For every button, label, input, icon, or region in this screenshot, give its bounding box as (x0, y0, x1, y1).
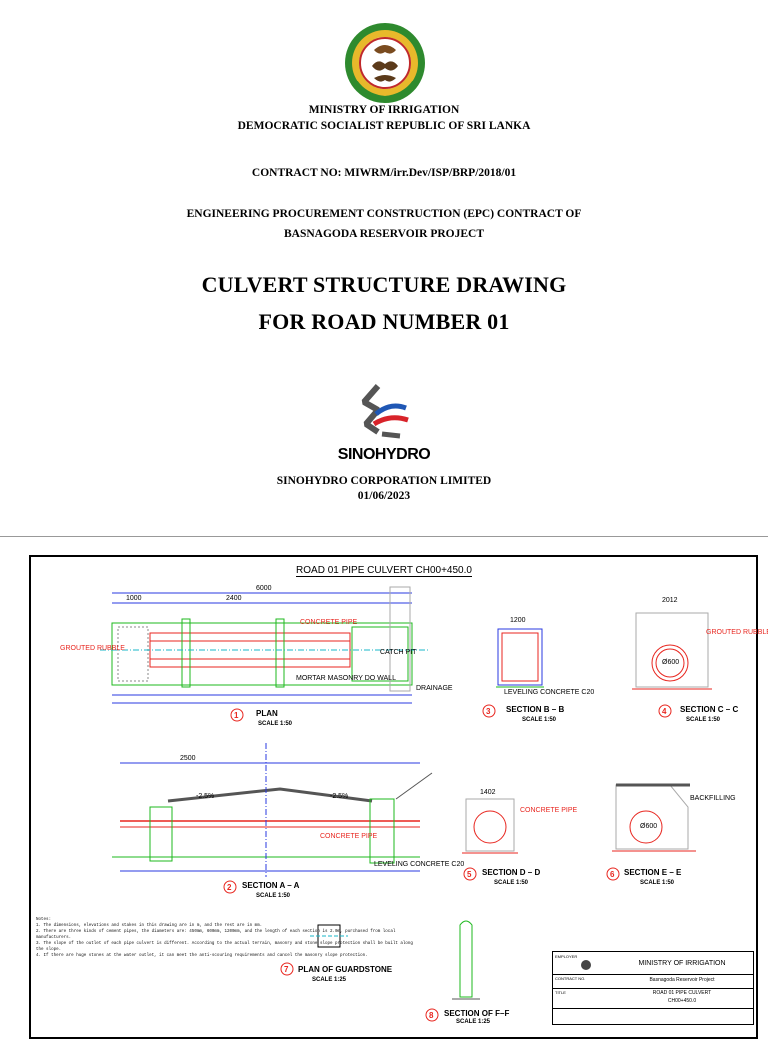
ee-label: SECTION E – E (624, 868, 682, 877)
dim-overall: 6000 (256, 585, 272, 592)
cover-page: MINISTRY OF IRRIGATION DEMOCRATIC SOCIAL… (186, 23, 582, 502)
dim-cc-pipe: Ø600 (662, 659, 680, 666)
bb-label: SECTION B – B (506, 705, 565, 714)
tb-employer: MINISTRY OF IRRIGATION (638, 960, 726, 967)
section-ee-view (612, 783, 696, 852)
cc-scale: SCALE 1:50 (686, 717, 721, 723)
ff-label: SECTION OF F–F (444, 1009, 510, 1018)
tag-slope-left: -2.5% (196, 793, 215, 800)
section-bb-view (496, 628, 544, 688)
note-4: 4. If there are huge stones at the water… (36, 954, 368, 958)
tb-project: Basnagoda Reservoir Project (649, 977, 715, 983)
tag-drainage: DRAINAGE (416, 685, 453, 692)
epc-line-2: BASNAGODA RESERVOIR PROJECT (283, 228, 484, 240)
tb-contract-key: CONTRACT NO. (555, 976, 586, 981)
plan-scale: SCALE 1:50 (258, 721, 293, 727)
dd-number: 5 (467, 870, 472, 879)
section-aa-view (112, 743, 433, 877)
tag-catch-pit: CATCH PIT (380, 649, 417, 656)
ff-scale: SCALE 1:25 (456, 1019, 491, 1025)
dim-middle: 2400 (226, 595, 242, 602)
tag-leveling-bb: LEVELING CONCRETE C20 (504, 689, 595, 696)
tb-drawing-title: ROAD 01 PIPE CULVERT (652, 990, 712, 996)
bb-number: 3 (486, 707, 491, 716)
ee-number: 6 (610, 870, 615, 879)
guard-number: 7 (284, 965, 289, 974)
tag-cc-rubble: GROUTED RUBBLE (706, 629, 768, 636)
aa-scale: SCALE 1:50 (256, 893, 291, 899)
tb-title-key: TITLE (555, 990, 566, 995)
dim-cc-width: 2012 (662, 597, 678, 604)
drawing-sheet: ROAD 01 PIPE CULVERT CH00+450.0 (0, 536, 768, 1039)
tb-employer-key: EMPLOYER (555, 954, 578, 959)
guard-label: PLAN OF GUARDSTONE (298, 965, 393, 974)
dd-label: SECTION D – D (482, 868, 541, 877)
section-cc-view (632, 612, 712, 690)
cc-number: 4 (662, 707, 667, 716)
dim-bb-width: 1200 (510, 617, 526, 624)
tag-backfilling: BACKFILLING (690, 795, 736, 802)
guard-scale: SCALE 1:25 (312, 977, 347, 983)
plan-view (100, 586, 430, 704)
dd-scale: SCALE 1:50 (494, 880, 529, 886)
tag-aa-pipe: CONCRETE PIPE (320, 833, 378, 840)
tag-concrete-pipe: CONCRETE PIPE (300, 619, 358, 626)
tb-chainage: CH00+450.0 (667, 998, 697, 1004)
plan-label: PLAN (256, 709, 278, 718)
dim-ee-pipe: Ø600 (640, 823, 658, 830)
section-ff-view (452, 920, 480, 1000)
epc-line-1: ENGINEERING PROCUREMENT CONSTRUCTION (EP… (186, 208, 582, 220)
drawing-title: ROAD 01 PIPE CULVERT CH00+450.0 (296, 565, 472, 577)
aa-number: 2 (227, 883, 232, 892)
aa-label: SECTION A – A (242, 881, 300, 890)
company-name: SINOHYDRO CORPORATION LIMITED (276, 475, 492, 487)
dim-dd-width: 1402 (480, 789, 496, 796)
plan-number: 1 (234, 711, 239, 720)
section-dd-view (462, 798, 518, 854)
note-2: 2. There are three kinds of cement pipes… (36, 930, 396, 940)
tag-mortar-masonry: MORTAR MASONRY DO WALL (296, 675, 396, 682)
tag-grouted-rubble: GROUTED RUBBLE (60, 645, 125, 652)
notes-title: Notes: (36, 918, 52, 922)
document-title-line-2: FOR ROAD NUMBER 01 (258, 309, 510, 334)
ministry-emblem-icon (345, 23, 425, 103)
ministry-name: MINISTRY OF IRRIGATION (308, 104, 460, 116)
note-1: 1. The dimensions, elevations and stakes… (36, 924, 263, 928)
republic-name: DEMOCRATIC SOCIALIST REPUBLIC OF SRI LAN… (237, 120, 531, 132)
dim-aa-left: 2500 (180, 755, 196, 762)
brand-wordmark: SINOHYDRO (337, 446, 431, 463)
tag-slope-right: -2.5% (330, 793, 349, 800)
sinohydro-logo-icon (361, 384, 409, 439)
document-title-line-1: CULVERT STRUCTURE DRAWING (201, 272, 567, 297)
guardstone-view (310, 924, 348, 948)
cover-date: 01/06/2023 (357, 490, 411, 502)
tag-leveling-aa: LEVELING CONCRETE C20 (374, 861, 465, 868)
drawing-notes: Notes: 1. The dimensions, elevations and… (36, 917, 416, 959)
title-block: EMPLOYER MINISTRY OF IRRIGATION CONTRACT… (552, 951, 754, 1025)
ee-scale: SCALE 1:50 (640, 880, 675, 886)
title-block-emblem-icon (581, 960, 591, 970)
note-3: 3. The slope of the outlet of each pipe … (36, 942, 413, 952)
tag-dd-pipe: CONCRETE PIPE (520, 807, 578, 814)
dim-left: 1000 (126, 595, 142, 602)
bb-scale: SCALE 1:50 (522, 717, 557, 723)
ff-number: 8 (429, 1011, 434, 1020)
drawing-linework (100, 586, 712, 1022)
cc-label: SECTION C – C (680, 705, 739, 714)
contract-number: CONTRACT NO: MIWRM/irr.Dev/ISP/BRP/2018/… (251, 167, 517, 179)
